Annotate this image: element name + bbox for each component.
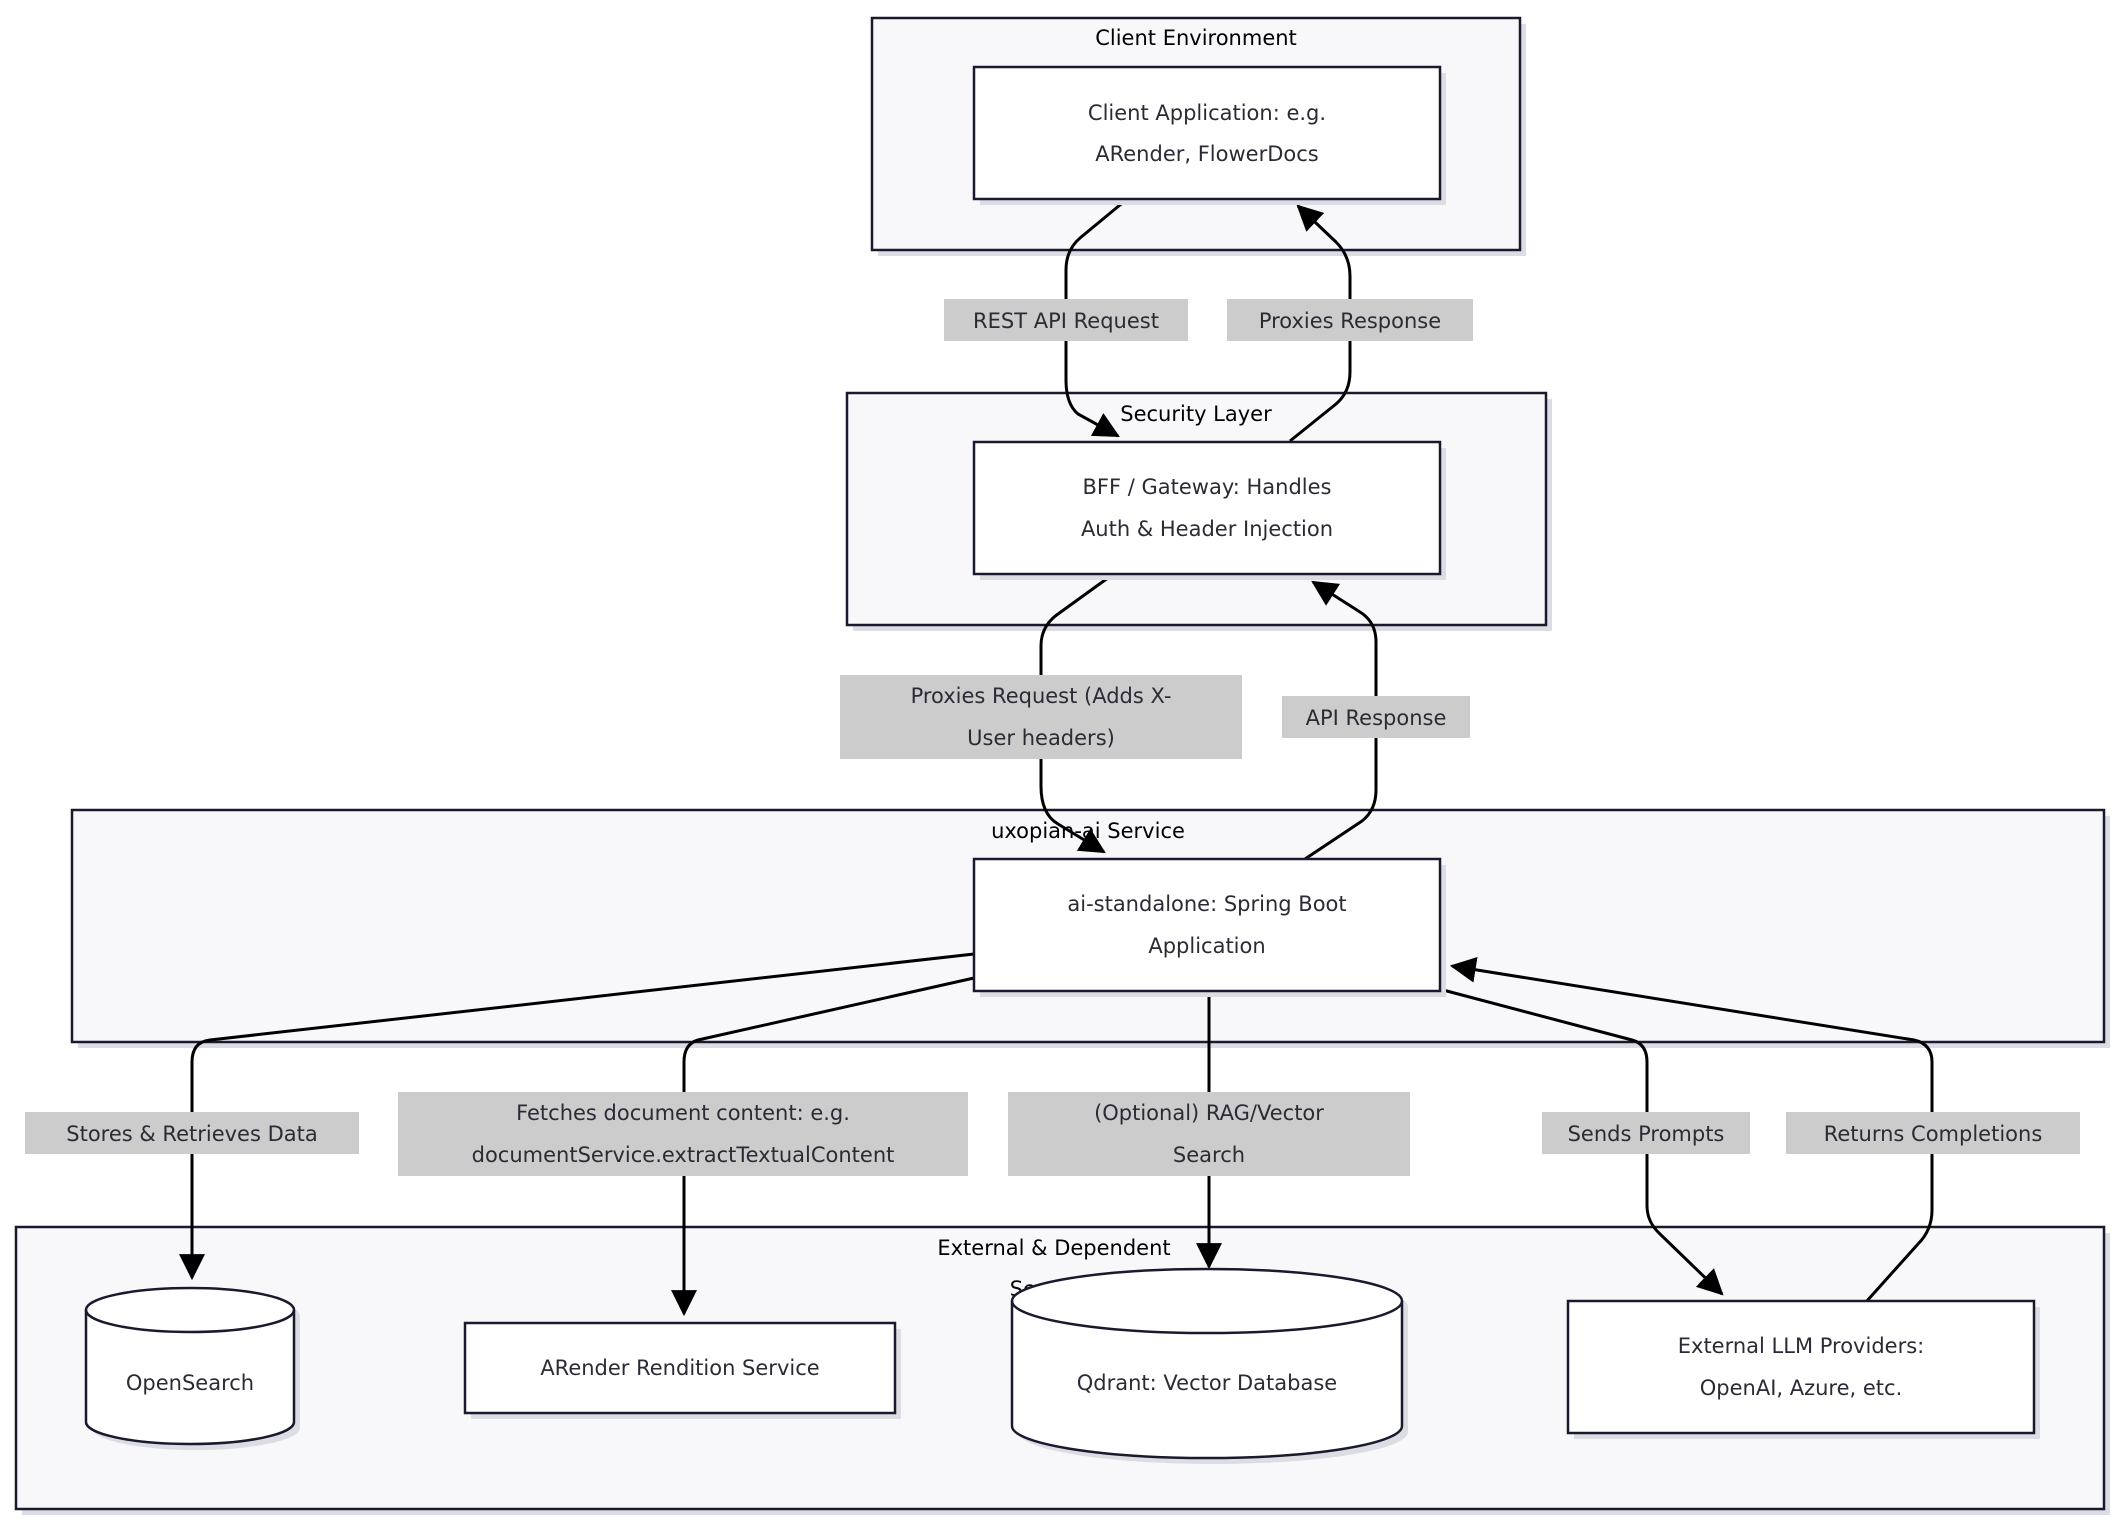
svg-text:Fetches document content: e.g.: Fetches document content: e.g.: [516, 1101, 850, 1125]
svg-text:Proxies Request (Adds X-: Proxies Request (Adds X-: [911, 684, 1172, 708]
cluster-title-security-layer: Security Layer: [1120, 402, 1272, 426]
node-qdrant-cylinder: Qdrant: Vector Database: [1010, 1267, 1408, 1464]
svg-text:User headers): User headers): [967, 726, 1115, 750]
label-returns-completions: Returns Completions: [1786, 1112, 2080, 1154]
svg-text:Proxies Response: Proxies Response: [1259, 309, 1441, 333]
svg-text:ARender, FlowerDocs: ARender, FlowerDocs: [1095, 142, 1318, 166]
svg-text:ARender Rendition Service: ARender Rendition Service: [540, 1356, 819, 1380]
svg-text:Sends Prompts: Sends Prompts: [1568, 1122, 1725, 1146]
svg-text:Search: Search: [1173, 1143, 1245, 1167]
label-proxies-request: Proxies Request (Adds X- User headers): [840, 675, 1242, 759]
node-ai-standalone: ai-standalone: Spring Boot Application: [972, 857, 1446, 997]
svg-text:(Optional) RAG/Vector: (Optional) RAG/Vector: [1094, 1101, 1324, 1125]
qdrant-label: Qdrant: Vector Database: [1077, 1371, 1337, 1395]
svg-text:Auth & Header Injection: Auth & Header Injection: [1081, 517, 1333, 541]
svg-text:REST API Request: REST API Request: [973, 309, 1159, 333]
svg-text:API Response: API Response: [1306, 706, 1447, 730]
svg-text:documentService.extractTextual: documentService.extractTextualContent: [472, 1143, 895, 1167]
cluster-title-uxopian-ai-service: uxopian-ai Service: [991, 819, 1185, 843]
svg-text:Returns Completions: Returns Completions: [1824, 1122, 2043, 1146]
svg-text:BFF / Gateway: Handles: BFF / Gateway: Handles: [1083, 475, 1332, 499]
edge-stores-retrieves: [179, 952, 975, 1281]
edge-fetches-content: [671, 976, 975, 1317]
svg-text:Stores & Retrieves Data: Stores & Retrieves Data: [66, 1122, 317, 1146]
svg-text:External LLM Providers:: External LLM Providers:: [1678, 1334, 1924, 1358]
node-bff-gateway: BFF / Gateway: Handles Auth & Header Inj…: [972, 440, 1446, 580]
svg-text:OpenAI, Azure, etc.: OpenAI, Azure, etc.: [1700, 1376, 1903, 1400]
label-stores-retrieves: Stores & Retrieves Data: [25, 1112, 359, 1154]
label-proxies-response: Proxies Response: [1227, 299, 1473, 341]
node-arender-rendition: ARender Rendition Service: [463, 1321, 901, 1419]
node-client-application: Client Application: e.g. ARender, Flower…: [972, 65, 1446, 205]
opensearch-label: OpenSearch: [126, 1371, 254, 1395]
label-api-response: API Response: [1282, 696, 1470, 738]
node-external-llm: External LLM Providers: OpenAI, Azure, e…: [1566, 1299, 2040, 1439]
node-opensearch-cylinder: OpenSearch: [84, 1286, 300, 1450]
svg-text:Application: Application: [1148, 934, 1265, 958]
cluster-title-external-services-line1: External & Dependent: [937, 1236, 1170, 1260]
label-rest-api-request: REST API Request: [944, 299, 1188, 341]
svg-text:ai-standalone: Spring Boot: ai-standalone: Spring Boot: [1067, 892, 1346, 916]
svg-text:Client Application: e.g.: Client Application: e.g.: [1088, 101, 1326, 125]
edge-labels: REST API Request Proxies Response Proxie…: [25, 299, 2080, 1176]
label-sends-prompts: Sends Prompts: [1542, 1112, 1750, 1154]
label-rag-vector-search: (Optional) RAG/Vector Search: [1008, 1092, 1410, 1176]
cluster-title-client-environment: Client Environment: [1095, 26, 1297, 50]
label-fetches-content: Fetches document content: e.g. documentS…: [398, 1092, 968, 1176]
